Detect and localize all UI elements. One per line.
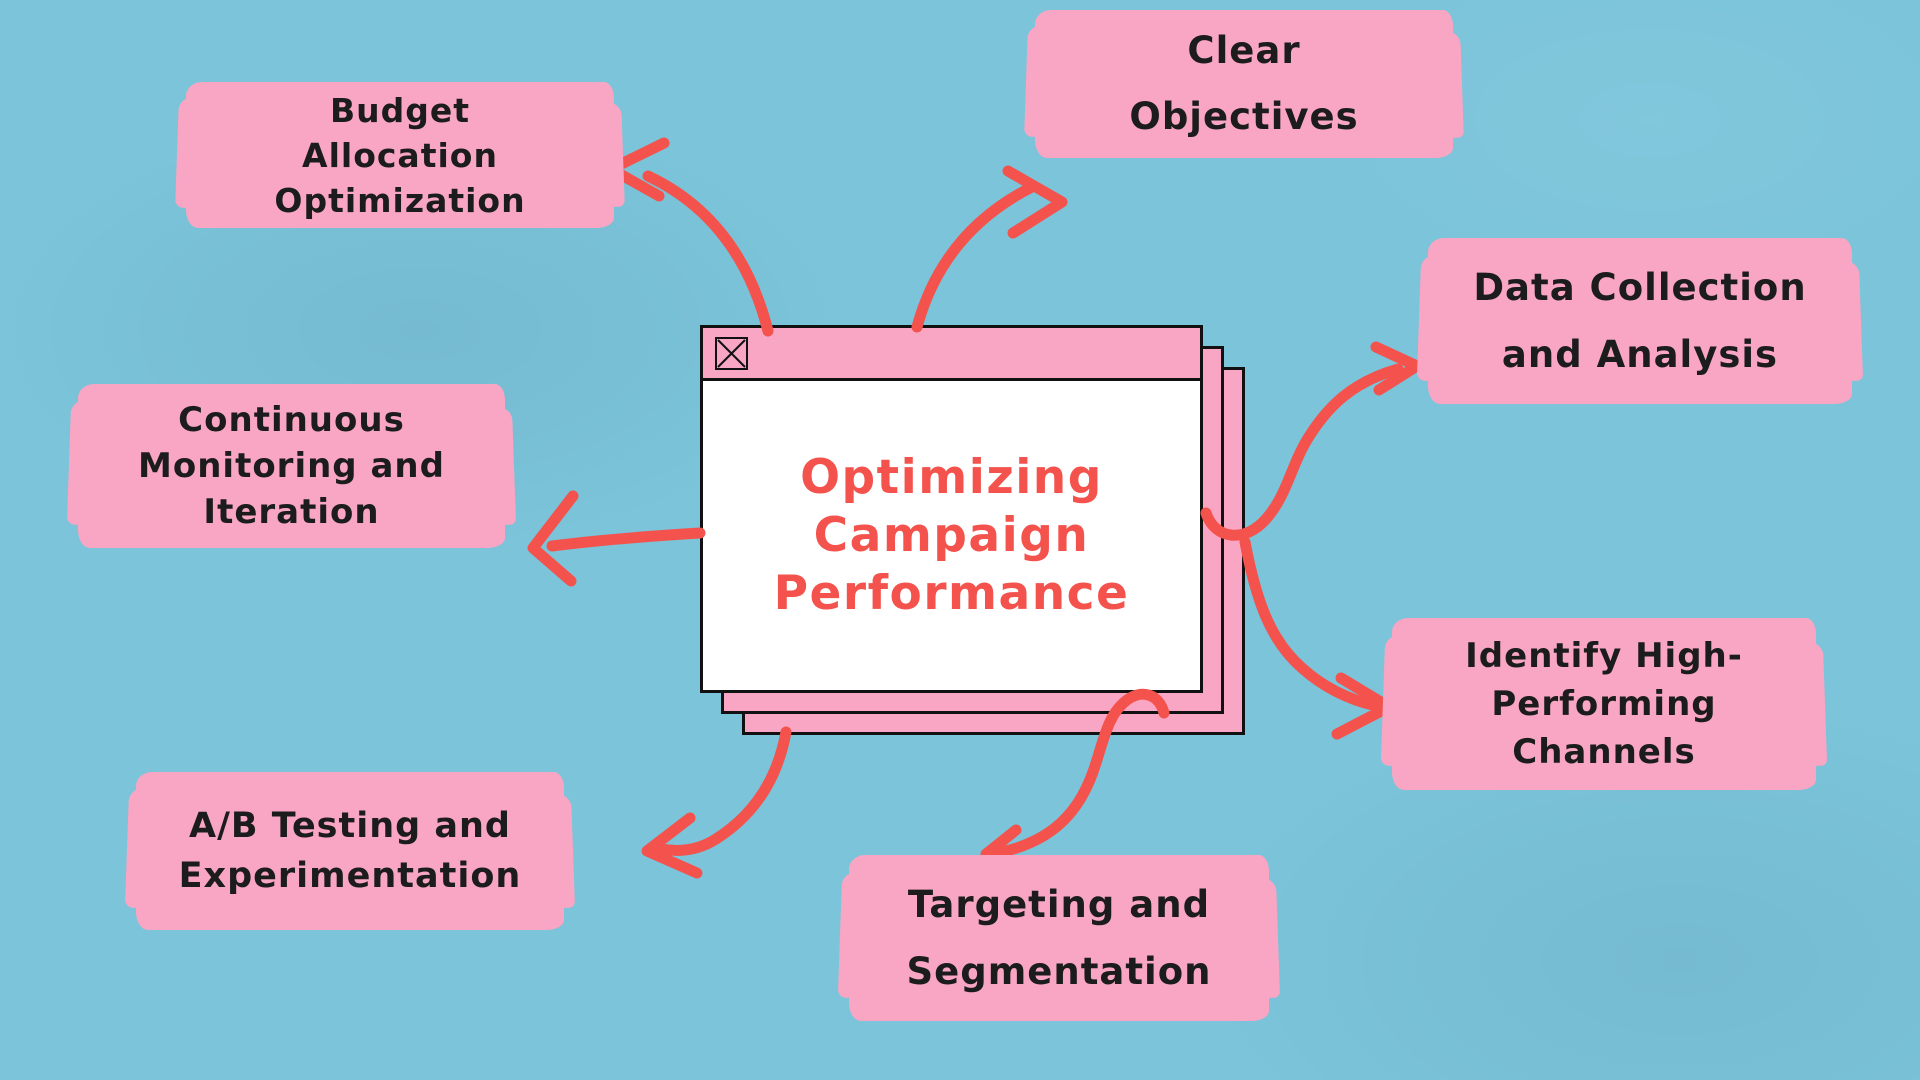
arrow-to-ab-testing bbox=[641, 726, 792, 879]
node-label-line: Objectives bbox=[1129, 95, 1359, 138]
arrow-to-objectives bbox=[911, 165, 1068, 333]
central-topic-window: Optimizing Campaign Performance bbox=[700, 325, 1203, 693]
node-label-line: Budget bbox=[329, 90, 471, 130]
central-topic-title-line3: Performance bbox=[773, 565, 1130, 621]
node-label-line: Performing bbox=[1491, 684, 1717, 724]
close-x-icon[interactable] bbox=[715, 336, 748, 370]
node-label-line: Optimization bbox=[274, 180, 526, 220]
arrow-to-monitoring bbox=[527, 490, 706, 587]
central-topic-title-line1: Optimizing bbox=[800, 449, 1103, 505]
node-label-line: A/B Testing and bbox=[188, 806, 511, 846]
node-label-line: Clear bbox=[1187, 29, 1301, 72]
node-label-line: Channels bbox=[1512, 732, 1696, 772]
node-ab-testing: A/B Testing and Experimentation bbox=[136, 772, 564, 930]
node-label-line: Iteration bbox=[203, 492, 380, 532]
arrow-to-budget bbox=[605, 137, 774, 337]
node-label-line: and Analysis bbox=[1501, 333, 1779, 376]
window-body: Optimizing Campaign Performance bbox=[703, 381, 1200, 690]
node-label-line: Experimentation bbox=[178, 856, 522, 896]
node-clear-objectives: Clear Objectives bbox=[1035, 10, 1453, 158]
node-label-line: Allocation bbox=[302, 135, 498, 175]
node-label-line: Data Collection bbox=[1473, 266, 1807, 309]
node-budget-allocation: Budget Allocation Optimization bbox=[186, 82, 614, 228]
node-data-collection: Data Collection and Analysis bbox=[1428, 238, 1852, 404]
node-identify-channels: Identify High- Performing Channels bbox=[1392, 618, 1816, 790]
central-topic-title-line2: Campaign bbox=[813, 507, 1090, 563]
window-titlebar bbox=[703, 328, 1200, 381]
node-targeting-segmentation: Targeting and Segmentation bbox=[849, 855, 1269, 1021]
node-label-line: Segmentation bbox=[906, 950, 1212, 993]
node-label-line: Targeting and bbox=[907, 883, 1211, 926]
node-label-line: Continuous bbox=[178, 400, 405, 440]
node-label-line: Identify High- bbox=[1465, 636, 1743, 676]
arrow-to-identify bbox=[1239, 536, 1395, 740]
node-continuous-monitoring: Continuous Monitoring and Iteration bbox=[78, 384, 505, 548]
node-label-line: Monitoring and bbox=[138, 446, 445, 486]
